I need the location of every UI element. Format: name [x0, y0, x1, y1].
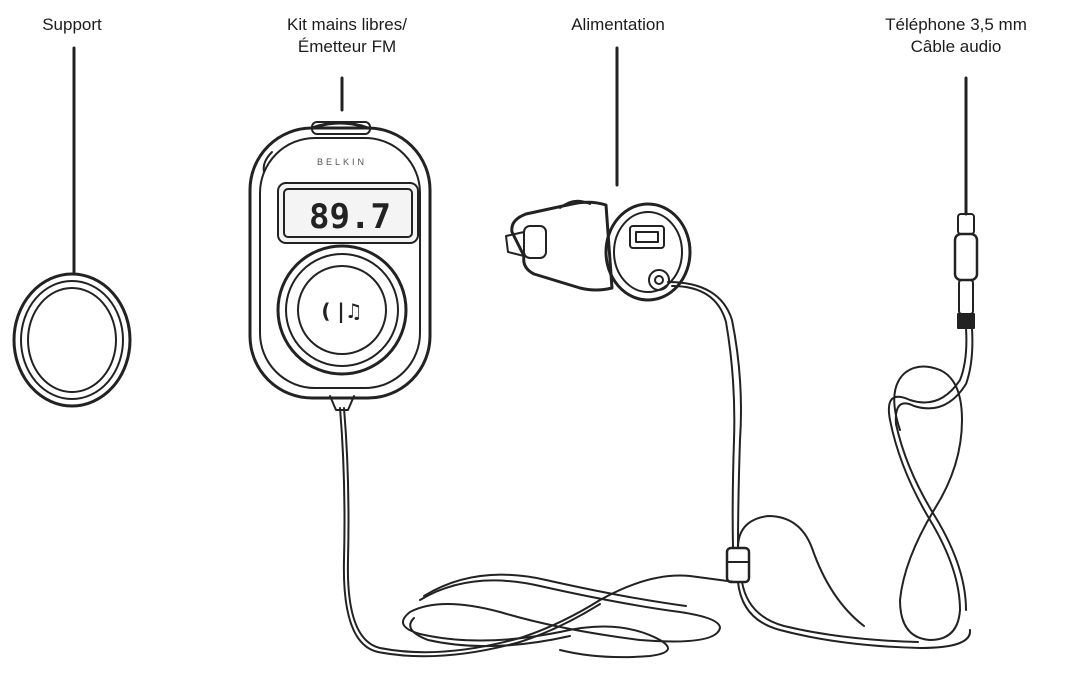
frequency-display: 89.7 — [309, 197, 391, 237]
support-ring — [12, 272, 132, 408]
label-power-supply: Alimentation — [571, 15, 665, 34]
label-audio-cable: Téléphone 3,5 mm Câble audio — [885, 15, 1027, 56]
car-charger — [505, 199, 692, 302]
cable-coil-bottom — [401, 573, 721, 659]
cable-coil-right — [888, 327, 974, 641]
transmitter-cable — [343, 407, 736, 654]
cable-splitter — [725, 546, 751, 584]
fm-transmitter — [248, 121, 432, 411]
call-music-button-icon: ( |♫ — [321, 299, 362, 323]
label-support: Support — [42, 15, 102, 34]
label-handsfree-kit: Kit mains libres/ Émetteur FM — [287, 15, 407, 56]
splitter-cable-right — [737, 581, 972, 649]
audio-jack — [953, 188, 979, 329]
charger-cable — [667, 281, 742, 549]
brand-logo: BELKIN — [317, 157, 367, 167]
